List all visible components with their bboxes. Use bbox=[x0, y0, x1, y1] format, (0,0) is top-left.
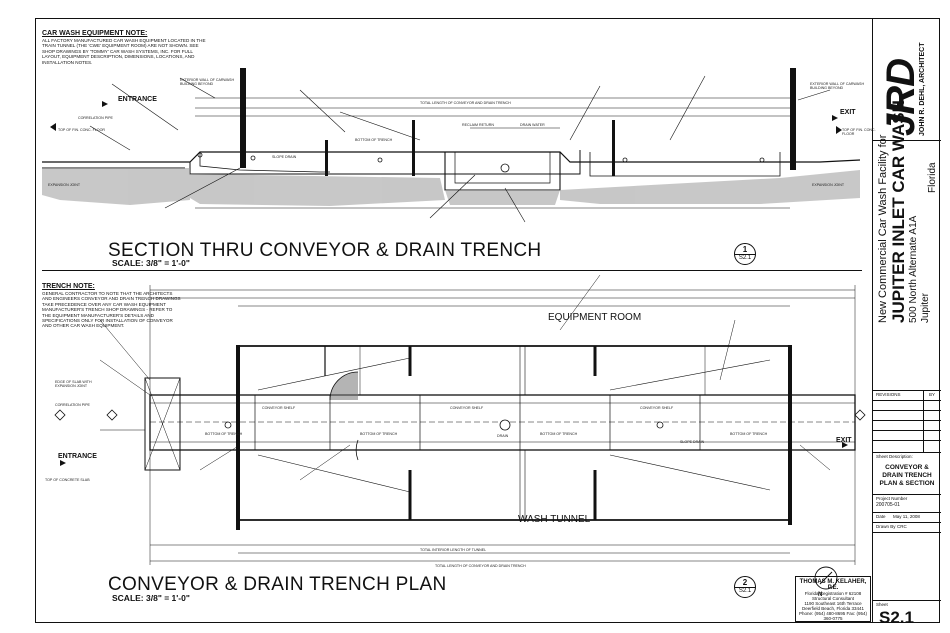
plan-conveyor-shelf-3: CONVEYOR SHELF bbox=[640, 406, 674, 410]
section-expansion-left: EXPANSION JOINT bbox=[48, 183, 81, 187]
trench-note-body: GENERAL CONTRACTOR TO NOTE THAT THE ARCH… bbox=[42, 291, 181, 329]
plan-bottom-of-trench-1: BOTTOM OF TRENCH bbox=[205, 432, 243, 436]
plan-bottom-of-trench-3: BOTTOM OF TRENCH bbox=[540, 432, 578, 436]
note-heading: CAR WASH EQUIPMENT NOTE: bbox=[42, 30, 148, 37]
drawing-border bbox=[35, 18, 940, 623]
sheet-desc-label: Sheet Description: bbox=[876, 454, 913, 459]
section-scale: SCALE: 3/8" = 1'-0" bbox=[112, 258, 190, 268]
turn-arc bbox=[330, 372, 358, 400]
section-bottom-of-trench: BOTTOM OF TRENCH bbox=[355, 138, 393, 142]
section-detail-bubble: 1 S2.1 bbox=[734, 243, 756, 265]
engineer-phone: Phone: (954) 480-8695 Fax: (954) 360-077… bbox=[798, 611, 868, 621]
plan-title: CONVEYOR & DRAIN TRENCH PLAN bbox=[108, 574, 447, 595]
plan-top-of-slab: TOP OF CONCRETE SLAB bbox=[45, 478, 90, 482]
title-block: JRD JOHN R. DEHL, ARCHITECT New Commerci… bbox=[872, 18, 941, 627]
engineer-reg: Florida Registration # 62108 bbox=[804, 591, 862, 596]
firm-name: JOHN R. DEHL, ARCHITECT bbox=[919, 42, 926, 136]
plan-slope-drain: SLOPE DRAIN bbox=[680, 440, 705, 444]
plan-sheet-ref: S2.1 bbox=[738, 588, 752, 594]
project-no-label: Project Number bbox=[876, 496, 908, 501]
section-sheet-ref: S2.1 bbox=[738, 255, 752, 261]
drawn-value: CRC bbox=[897, 524, 907, 529]
section-entrance-label: ENTRANCE bbox=[118, 96, 157, 103]
car-wash-equipment-note: CAR WASH EQUIPMENT NOTE: ALL FACTORY MAN… bbox=[42, 30, 212, 65]
plan-exit-label: EXIT bbox=[836, 437, 852, 444]
section-exit-label: EXIT bbox=[840, 109, 856, 116]
project-line1: New Commercial Car Wash Facility for bbox=[877, 134, 889, 323]
section-detail-number: 1 bbox=[742, 245, 748, 254]
project-address: 500 North Alternate A1A bbox=[908, 215, 919, 323]
sheet-label: Sheet bbox=[876, 602, 888, 607]
plan-edge-of-slab: EDGE OF SLAB WITH EXPANSION JOINT bbox=[55, 380, 92, 389]
wash-tunnel-label: WASH TUNNEL bbox=[518, 514, 591, 525]
note-body: ALL FACTORY MANUFACTURED CAR WASH EQUIPM… bbox=[42, 38, 206, 65]
sheet-description: CONVEYOR & DRAIN TRENCH PLAN & SECTION bbox=[879, 464, 935, 487]
section-divider bbox=[42, 270, 862, 271]
plan-bottom-of-trench-2: BOTTOM OF TRENCH bbox=[360, 432, 398, 436]
plan-correlation-pipe: CORRELATION PIPE bbox=[55, 403, 90, 407]
section-slope-drain: SLOPE DRAIN bbox=[272, 155, 297, 159]
date-value: May 11, 2008 bbox=[893, 514, 920, 519]
drawn-label: Drawn By bbox=[876, 524, 896, 529]
plan-entrance-label: ENTRANCE bbox=[58, 453, 97, 460]
plan-detail-number: 2 bbox=[742, 578, 748, 587]
project-city: Jupiter bbox=[920, 292, 931, 323]
section-drain-water: DRAIN WATER bbox=[520, 123, 545, 127]
section-reclaim-return: RECLAIM RETURN bbox=[462, 123, 494, 127]
plan-total-length: TOTAL LENGTH OF CONVEYOR AND DRAIN TRENC… bbox=[435, 564, 526, 568]
plan-drain-label: DRAIN bbox=[497, 434, 509, 438]
section-exterior-wall-right: EXTERIOR WALL OF CARWASH BUILDING BEYOND bbox=[810, 82, 865, 91]
plan-detail-bubble: 2 S2.1 bbox=[734, 576, 756, 598]
section-title: SECTION THRU CONVEYOR & DRAIN TRENCH bbox=[108, 240, 542, 261]
section-correlation-pipe: CORRELATION PIPE bbox=[78, 116, 113, 120]
trench-note: TRENCH NOTE: GENERAL CONTRACTOR TO NOTE … bbox=[42, 283, 182, 329]
north-label: N bbox=[818, 592, 823, 598]
plan-scale: SCALE: 3/8" = 1'-0" bbox=[112, 593, 190, 603]
plan-bottom-of-trench-4: BOTTOM OF TRENCH bbox=[730, 432, 768, 436]
plan-conveyor-shelf-2: CONVEYOR SHELF bbox=[450, 406, 484, 410]
revisions-label: REVISIONS bbox=[876, 392, 901, 397]
section-exterior-wall-left: EXTERIOR WALL OF CARWASH BUILDING BEYOND bbox=[180, 78, 235, 87]
project-no: 200705-01 bbox=[876, 502, 900, 508]
plan-total-interior: TOTAL INTERIOR LENGTH OF TUNNEL bbox=[420, 548, 487, 552]
equipment-room-label: EQUIPMENT ROOM bbox=[548, 312, 642, 323]
section-top-slab-left: TOP OF FIN. CONC. FLOOR bbox=[58, 128, 105, 132]
engineer-role: Structural Consultant bbox=[811, 596, 855, 601]
sheet-number: S2.1 bbox=[879, 608, 914, 627]
plan-conveyor-shelf-1: CONVEYOR SHELF bbox=[262, 406, 296, 410]
trench-note-heading: TRENCH NOTE: bbox=[42, 283, 95, 290]
project-state: Florida bbox=[927, 162, 938, 193]
project-line2: JUPITER INLET CAR WASH bbox=[889, 100, 908, 323]
engineer-addr2: Deerfield Beach, Florida 33441 bbox=[801, 606, 865, 611]
section-total-length: TOTAL LENGTH OF CONVEYOR AND DRAIN TRENC… bbox=[420, 101, 511, 105]
engineer-stamp: THOMAS M. KELAHER, P.E. Florida Registra… bbox=[795, 576, 871, 622]
by-label: BY bbox=[929, 392, 936, 397]
date-label: Date bbox=[876, 514, 886, 519]
engineer-addr1: 1190 Southeast 16th Terrace bbox=[804, 601, 862, 606]
north-arrow-icon bbox=[814, 566, 838, 590]
section-top-slab-right: TOP OF FIN. CONC. FLOOR bbox=[842, 128, 876, 137]
engineer-name: THOMAS M. KELAHER, P.E. bbox=[799, 579, 867, 591]
section-expansion-right: EXPANSION JOINT bbox=[812, 183, 845, 187]
